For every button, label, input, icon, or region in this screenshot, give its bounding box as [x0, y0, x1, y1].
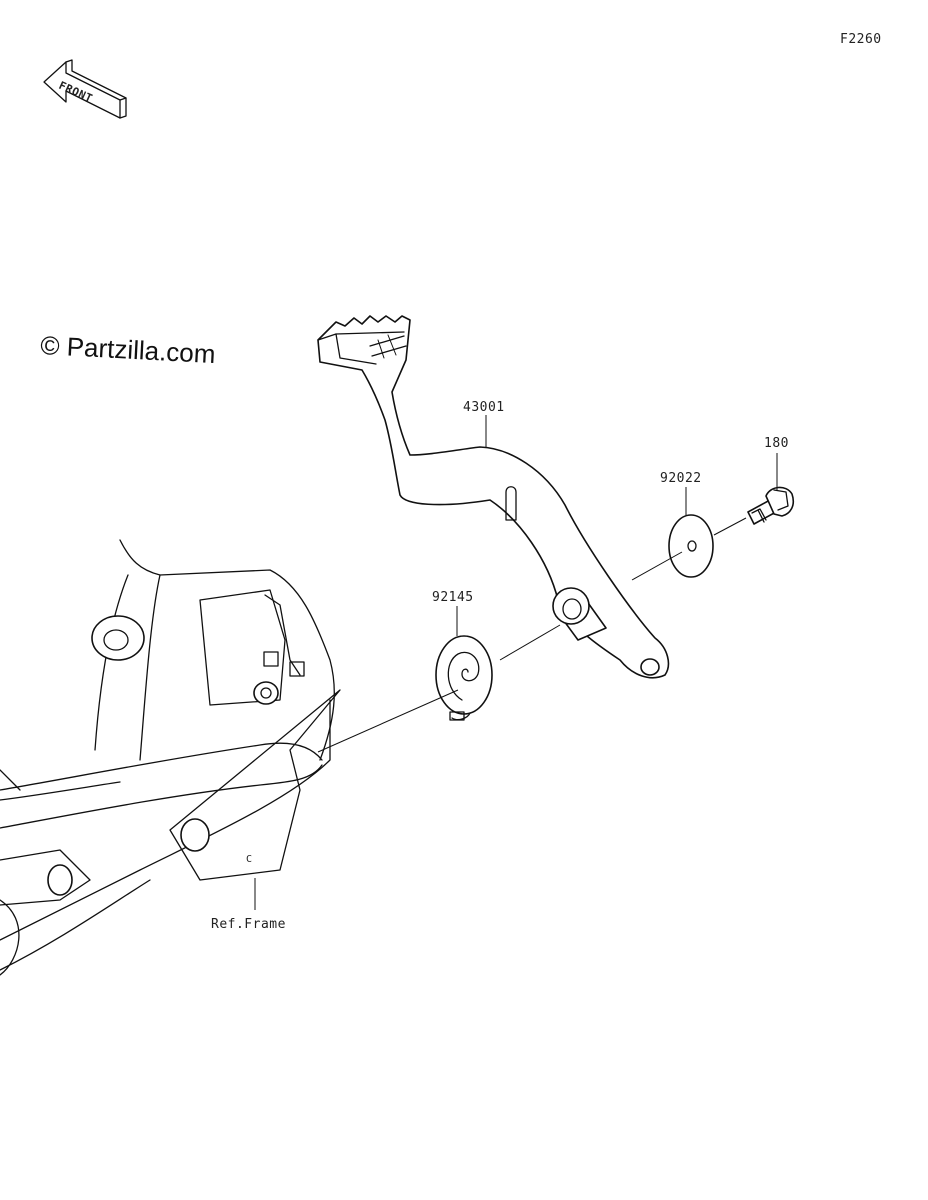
assembly-axis-line [499, 624, 561, 661]
brake-pedal-43001 [317, 315, 670, 679]
figure-code: F2260 [840, 32, 882, 47]
return-spring-92145 [435, 635, 493, 721]
part-label-43001: 43001 [463, 400, 505, 415]
assembly-axis-line [631, 551, 683, 581]
part-label-92145: 92145 [432, 590, 474, 605]
pedal-bushing [552, 587, 607, 641]
assembly-axis-line [713, 517, 747, 536]
svg-text:C: C [246, 854, 253, 865]
reference-frame-label: Ref.Frame [211, 917, 286, 932]
part-label-92022: 92022 [660, 471, 702, 486]
assembly-axis-line [317, 689, 459, 753]
frame-reference: C [0, 539, 341, 976]
part-label-180: 180 [764, 436, 789, 451]
bolt-180 [747, 486, 795, 525]
front-arrow-icon: FRONT [43, 59, 127, 119]
front-arrow-label: FRONT [57, 79, 95, 105]
watermark: © Partzilla.com [40, 330, 217, 369]
washer-92022 [668, 514, 714, 578]
